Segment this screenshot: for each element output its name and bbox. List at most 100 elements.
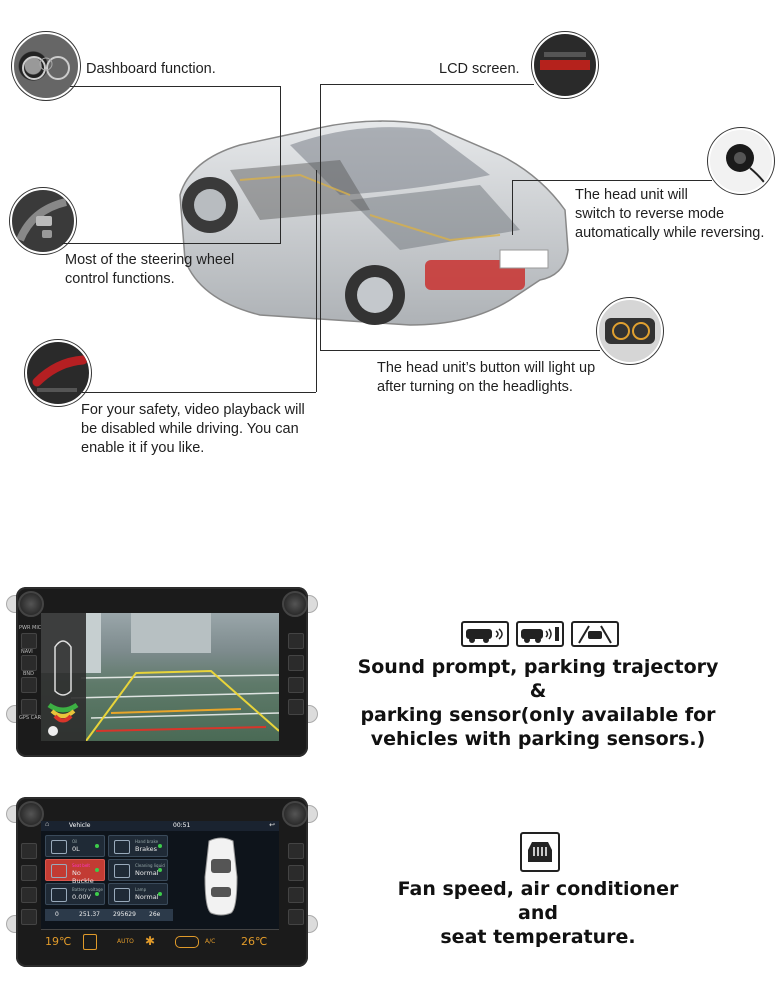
seat-belt-tile: Seat belt No Buckle — [45, 859, 105, 885]
cleaning-liquid-tile: Cleaning liquid Normal — [108, 859, 168, 881]
fan-icon[interactable]: ✱ — [145, 934, 156, 948]
oil-icon — [51, 840, 67, 854]
status-dot — [158, 844, 162, 848]
left-temp[interactable]: 19℃ — [45, 935, 72, 948]
tile-value: No Buckle — [72, 869, 94, 885]
feature2-line-1: Fan speed, air conditioner and — [397, 878, 679, 924]
lcd-callout: LCD screen. — [439, 61, 520, 77]
feature2-line-2: seat temperature. — [440, 926, 636, 948]
stat-value: 0 — [55, 911, 59, 918]
tile-label: Oil — [72, 839, 78, 844]
prev-button[interactable] — [288, 655, 304, 671]
tile-value: 0.00V — [72, 893, 91, 901]
washer-icon — [114, 864, 130, 878]
tile-label: Battery voltage — [72, 887, 104, 892]
tile-value: 0L — [72, 845, 80, 853]
gps-card-button[interactable] — [21, 699, 37, 715]
side-label: NAVI — [21, 649, 33, 655]
car-top-view-icon — [191, 837, 251, 917]
volume-knob[interactable] — [18, 591, 44, 617]
steering-wheel-buttons-icon — [10, 188, 76, 254]
rear-defrost-climate-icon — [520, 832, 560, 872]
safety-leader-line-v — [316, 170, 317, 392]
home-icon[interactable]: ⌂ — [45, 821, 50, 828]
feature2-text: Fan speed, air conditioner and seat temp… — [380, 877, 696, 949]
reverse-line-3: automatically while reversing. — [575, 225, 765, 241]
vehicle-info-screen: ⌂ Vehicle 00:51 ↩ Oil 0L Hand brake Brak… — [41, 821, 279, 953]
stat-value: 251.37 — [79, 911, 100, 918]
volume-knob[interactable] — [18, 801, 44, 827]
battery-icon — [51, 888, 67, 902]
parking-trajectory-icon — [571, 621, 619, 647]
safety-leader-line — [82, 392, 316, 393]
reverse-line-1: The head unit will — [575, 187, 688, 203]
safety-callout: For your safety, video playback will be … — [81, 401, 305, 458]
tune-knob[interactable] — [282, 591, 308, 617]
feature1-line-1: Sound prompt, parking trajectory & — [357, 656, 719, 702]
brake-icon — [114, 840, 130, 854]
right-temp[interactable]: 26℃ — [241, 935, 268, 948]
lcd-display-icon — [532, 32, 598, 98]
side-label: PWR MIC — [19, 625, 42, 631]
lcd-leader-line-v — [320, 84, 321, 350]
band-button[interactable] — [21, 677, 37, 693]
tile-label: Seat belt — [72, 863, 90, 868]
parking-sensor-icon — [516, 621, 564, 647]
next-button[interactable] — [288, 887, 304, 903]
status-dot — [95, 892, 99, 896]
home-button[interactable] — [288, 843, 304, 859]
status-dot — [158, 868, 162, 872]
headlight-icon — [597, 298, 663, 364]
airflow-icon[interactable] — [175, 936, 199, 948]
clock: 00:51 — [173, 822, 191, 829]
status-dot — [95, 844, 99, 848]
tile-label: Lamp — [135, 887, 147, 892]
stats-row: 0 251.37 295629 26e — [45, 909, 173, 921]
reverse-line-2: switch to reverse mode — [575, 206, 725, 222]
lamp-tile: Lamp Normal — [108, 883, 168, 905]
steering-line-1: Most of the steering wheel — [65, 252, 235, 268]
dashboard-leader-line-v — [280, 86, 281, 244]
steering-leader-line — [62, 243, 280, 244]
head-unit-vehicle: ⌂ Vehicle 00:51 ↩ Oil 0L Hand brake Brak… — [6, 795, 318, 970]
back-button[interactable] — [288, 909, 304, 925]
handbrake-icon — [25, 340, 91, 406]
side-label: BND — [23, 671, 35, 677]
status-dot — [95, 868, 99, 872]
next-button[interactable] — [288, 677, 304, 693]
auto-mode[interactable]: AUTO — [117, 938, 134, 945]
head-unit-reverse: PWR MIC NAVI BND GPS CARD — [6, 585, 318, 760]
stat-value: 295629 — [113, 911, 136, 918]
home-button[interactable] — [288, 633, 304, 649]
navi-button[interactable] — [21, 655, 37, 671]
oil-tile: Oil 0L — [45, 835, 105, 857]
status-bar: ⌂ Vehicle 00:51 ↩ — [41, 821, 279, 831]
power-button[interactable] — [21, 843, 37, 859]
reverse-camera-screen — [41, 613, 279, 741]
ac-label[interactable]: A/C — [205, 938, 216, 945]
tile-label: Cleaning liquid — [135, 863, 165, 868]
steering-line-2: control functions. — [65, 271, 175, 287]
tile-value: Normal — [135, 893, 159, 901]
side-label: GPS CARD — [19, 715, 45, 721]
back-icon[interactable]: ↩ — [269, 822, 275, 829]
back-button[interactable] — [288, 699, 304, 715]
headlight-line-1: The head unit’s button will light up — [377, 360, 596, 376]
headlight-line-2: after turning on the headlights. — [377, 379, 573, 395]
tile-value: Normal — [135, 869, 159, 877]
car-sound-prompt-icon — [461, 621, 509, 647]
status-dot — [158, 892, 162, 896]
band-button[interactable] — [21, 887, 37, 903]
power-button[interactable] — [21, 633, 37, 649]
reverse-callout: The head unit will switch to reverse mod… — [575, 186, 764, 243]
stat-value: 26e — [149, 911, 161, 918]
gps-card-button[interactable] — [21, 909, 37, 925]
prev-button[interactable] — [288, 865, 304, 881]
tile-value: Brakes — [135, 845, 158, 853]
climate-bar: 19℃ AUTO ✱ A/C 26℃ — [41, 929, 279, 953]
seat-heat-icon[interactable] — [83, 934, 97, 950]
navi-button[interactable] — [21, 865, 37, 881]
tune-knob[interactable] — [282, 801, 308, 827]
safety-line-1: For your safety, video playback will — [81, 402, 305, 418]
feature1-line-3: vehicles with parking sensors.) — [370, 728, 706, 750]
